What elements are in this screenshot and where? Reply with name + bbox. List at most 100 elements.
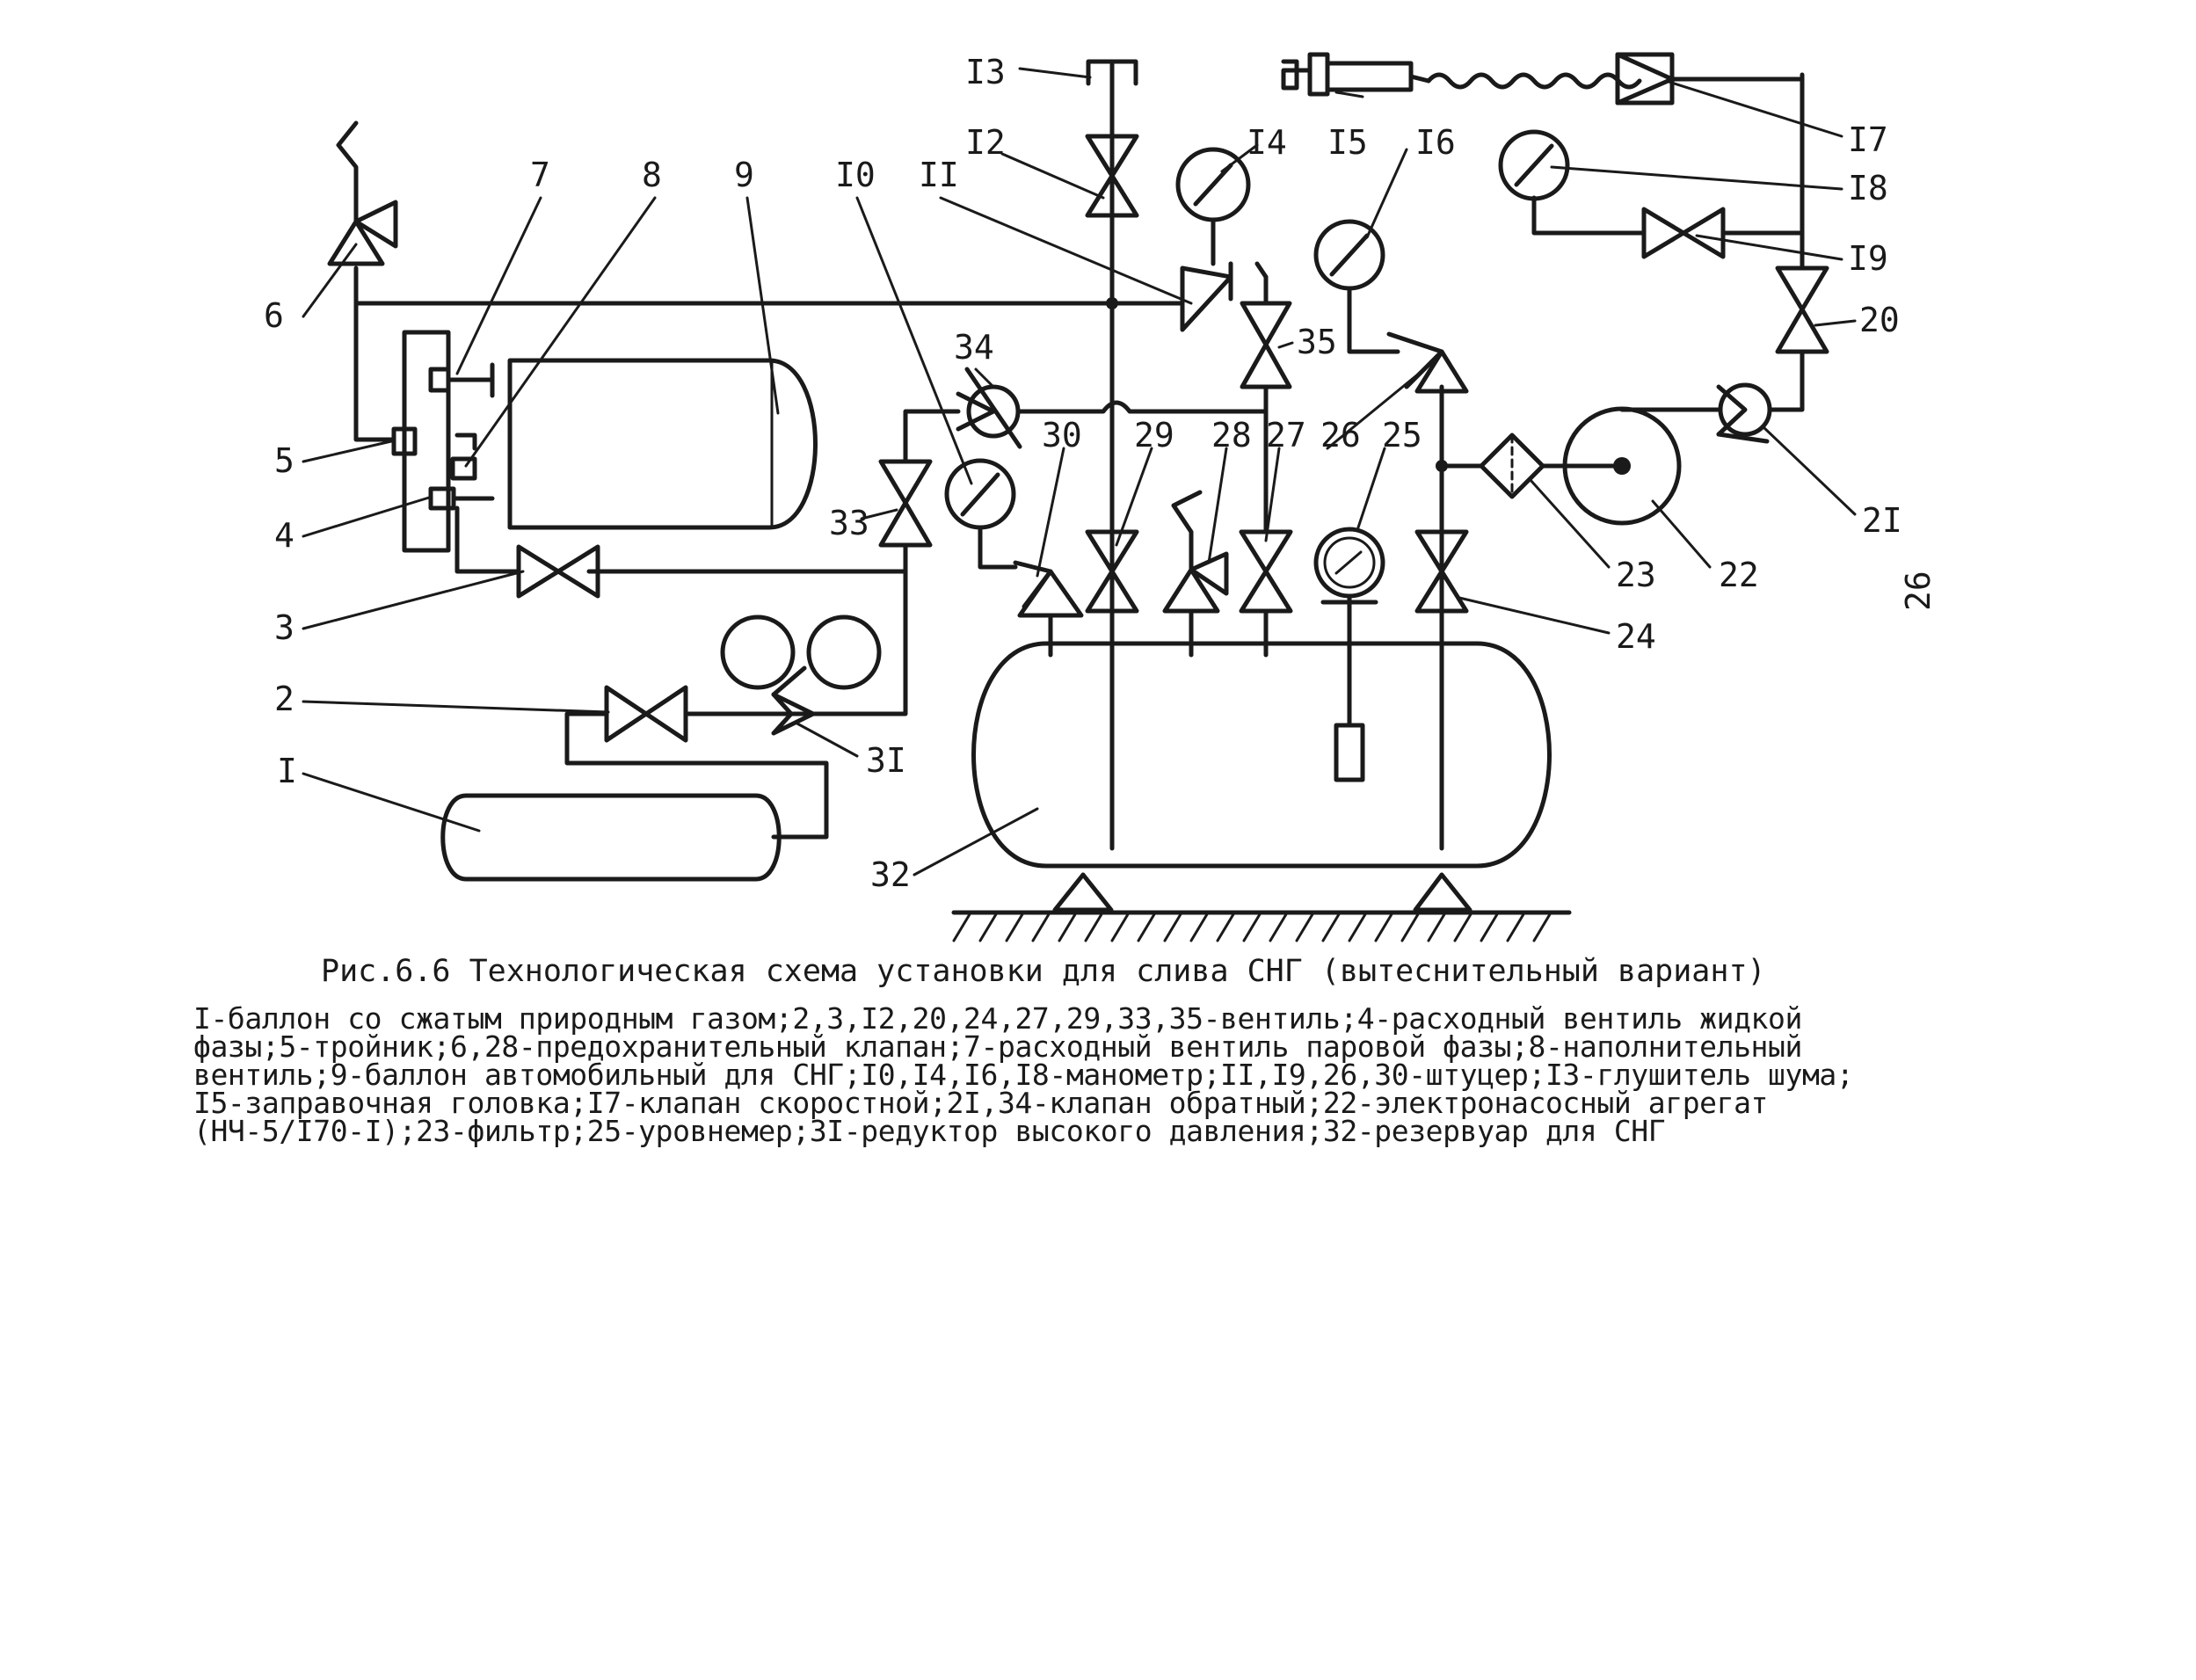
valve-35: [1240, 261, 1292, 389]
caption-title: Рис.6.6 Технологическая схема установки …: [321, 954, 1766, 989]
label-25: 25: [1382, 416, 1422, 455]
callout-labels: I 2 3 4 5 6 7 8 9 I0 II I2 I3 I4 I5 I6 I…: [264, 53, 1938, 894]
safety-valve-28: [1162, 490, 1229, 658]
label-31: 3I: [866, 741, 906, 780]
label-3: 3: [274, 608, 294, 647]
label-6: 6: [264, 296, 284, 335]
label-1: I: [277, 752, 297, 790]
pipe-21-to-20: [1767, 349, 1805, 412]
label-5: 5: [274, 441, 294, 480]
label-21: 2I: [1862, 501, 1902, 540]
label-13: I3: [965, 53, 1006, 91]
hatch-line: [1348, 913, 1367, 942]
valve-8: [450, 433, 477, 481]
hatch-line: [1242, 913, 1262, 942]
hatch-line: [1189, 913, 1209, 942]
hatch-line: [1031, 913, 1051, 942]
hatch-line: [1427, 913, 1446, 942]
auto-cylinder-9: [507, 358, 818, 530]
hatch-line: [1269, 913, 1288, 942]
valve-24: [1414, 529, 1469, 614]
label-11: II: [919, 156, 959, 194]
page-number: 26: [1899, 571, 1938, 611]
gas-cylinder-1: [440, 793, 782, 882]
pump-22: [1562, 406, 1721, 526]
level-gauge-25: [1313, 527, 1385, 782]
valve-4: [428, 486, 495, 511]
manometer-10: [944, 458, 1018, 570]
label-4: 4: [274, 516, 294, 555]
reservoir-32: [971, 641, 1552, 869]
label-15: I5: [1327, 123, 1368, 162]
label-35: 35: [1297, 323, 1337, 361]
fitting-11: [1180, 261, 1233, 332]
label-30: 30: [1042, 416, 1082, 455]
hatch-line: [1137, 913, 1156, 942]
label-28: 28: [1211, 416, 1252, 455]
label-17: I7: [1848, 120, 1888, 159]
fitting-26: [1386, 331, 1469, 394]
label-22: 22: [1719, 556, 1759, 594]
manometer-18: [1498, 129, 1570, 201]
label-26: 26: [1320, 416, 1361, 455]
filling-head-15: [1281, 52, 1431, 97]
pipe-34-to-35: [1015, 400, 1269, 414]
label-24: 24: [1616, 617, 1656, 656]
valve-2: [604, 685, 688, 743]
hatch-line: [1005, 913, 1024, 942]
figure-caption: Рис.6.6 Технологическая схема установки …: [193, 954, 2180, 1145]
hatch-line: [1084, 913, 1103, 942]
label-12: I2: [965, 123, 1006, 162]
label-2: 2: [274, 680, 294, 718]
valve-29: [1085, 529, 1139, 614]
valve-27: [1239, 529, 1293, 614]
reducer-31: [720, 615, 882, 736]
reservoir-supports: [951, 872, 1572, 915]
hatch-line: [1110, 913, 1130, 942]
label-9: 9: [734, 156, 754, 194]
hatch-line: [952, 913, 971, 942]
hatch-line: [1216, 913, 1235, 942]
hatch-line: [1400, 913, 1420, 942]
valve-20: [1775, 265, 1829, 354]
valve-block: [402, 330, 451, 553]
label-23: 23: [1616, 556, 1656, 594]
hatch-line: [1374, 913, 1393, 942]
label-16: I6: [1415, 123, 1456, 162]
valve-19: [1641, 207, 1726, 259]
label-27: 27: [1266, 416, 1306, 455]
pipe-1-to-2: [564, 711, 829, 840]
label-14: I4: [1247, 123, 1287, 162]
pipe-5-up: [353, 265, 396, 442]
label-10: I0: [835, 156, 876, 194]
hatch-line: [1295, 913, 1314, 942]
hatch-line: [1532, 913, 1552, 942]
label-33: 33: [829, 504, 869, 542]
valve-33: [878, 459, 933, 548]
pipe-33-up: [903, 409, 961, 464]
label-18: I8: [1848, 169, 1888, 207]
label-7: 7: [530, 156, 550, 194]
silencer-13: [1086, 59, 1138, 86]
leader-lines: [302, 67, 1857, 876]
ground-hatching: [952, 913, 1552, 942]
hatch-line: [1163, 913, 1182, 942]
hatch-line: [1453, 913, 1472, 942]
hatch-line: [1058, 913, 1077, 942]
pipe-31-to-33: [824, 569, 908, 716]
fitting-30: [1013, 560, 1084, 658]
check-valve-21: [1716, 382, 1772, 444]
safety-valve-6: [327, 120, 398, 266]
label-32: 32: [870, 855, 911, 894]
pipe-4-to-3: [454, 505, 521, 574]
caption-legend: I-баллон со сжатым природным газом;2,3,I…: [193, 1001, 1854, 1148]
hatch-line: [1506, 913, 1525, 942]
hatch-line: [1321, 913, 1341, 942]
label-8: 8: [642, 156, 662, 194]
label-19: I9: [1848, 239, 1888, 278]
manometer-14: [1175, 147, 1251, 266]
hatch-line: [978, 913, 998, 942]
valve-3: [516, 544, 600, 599]
